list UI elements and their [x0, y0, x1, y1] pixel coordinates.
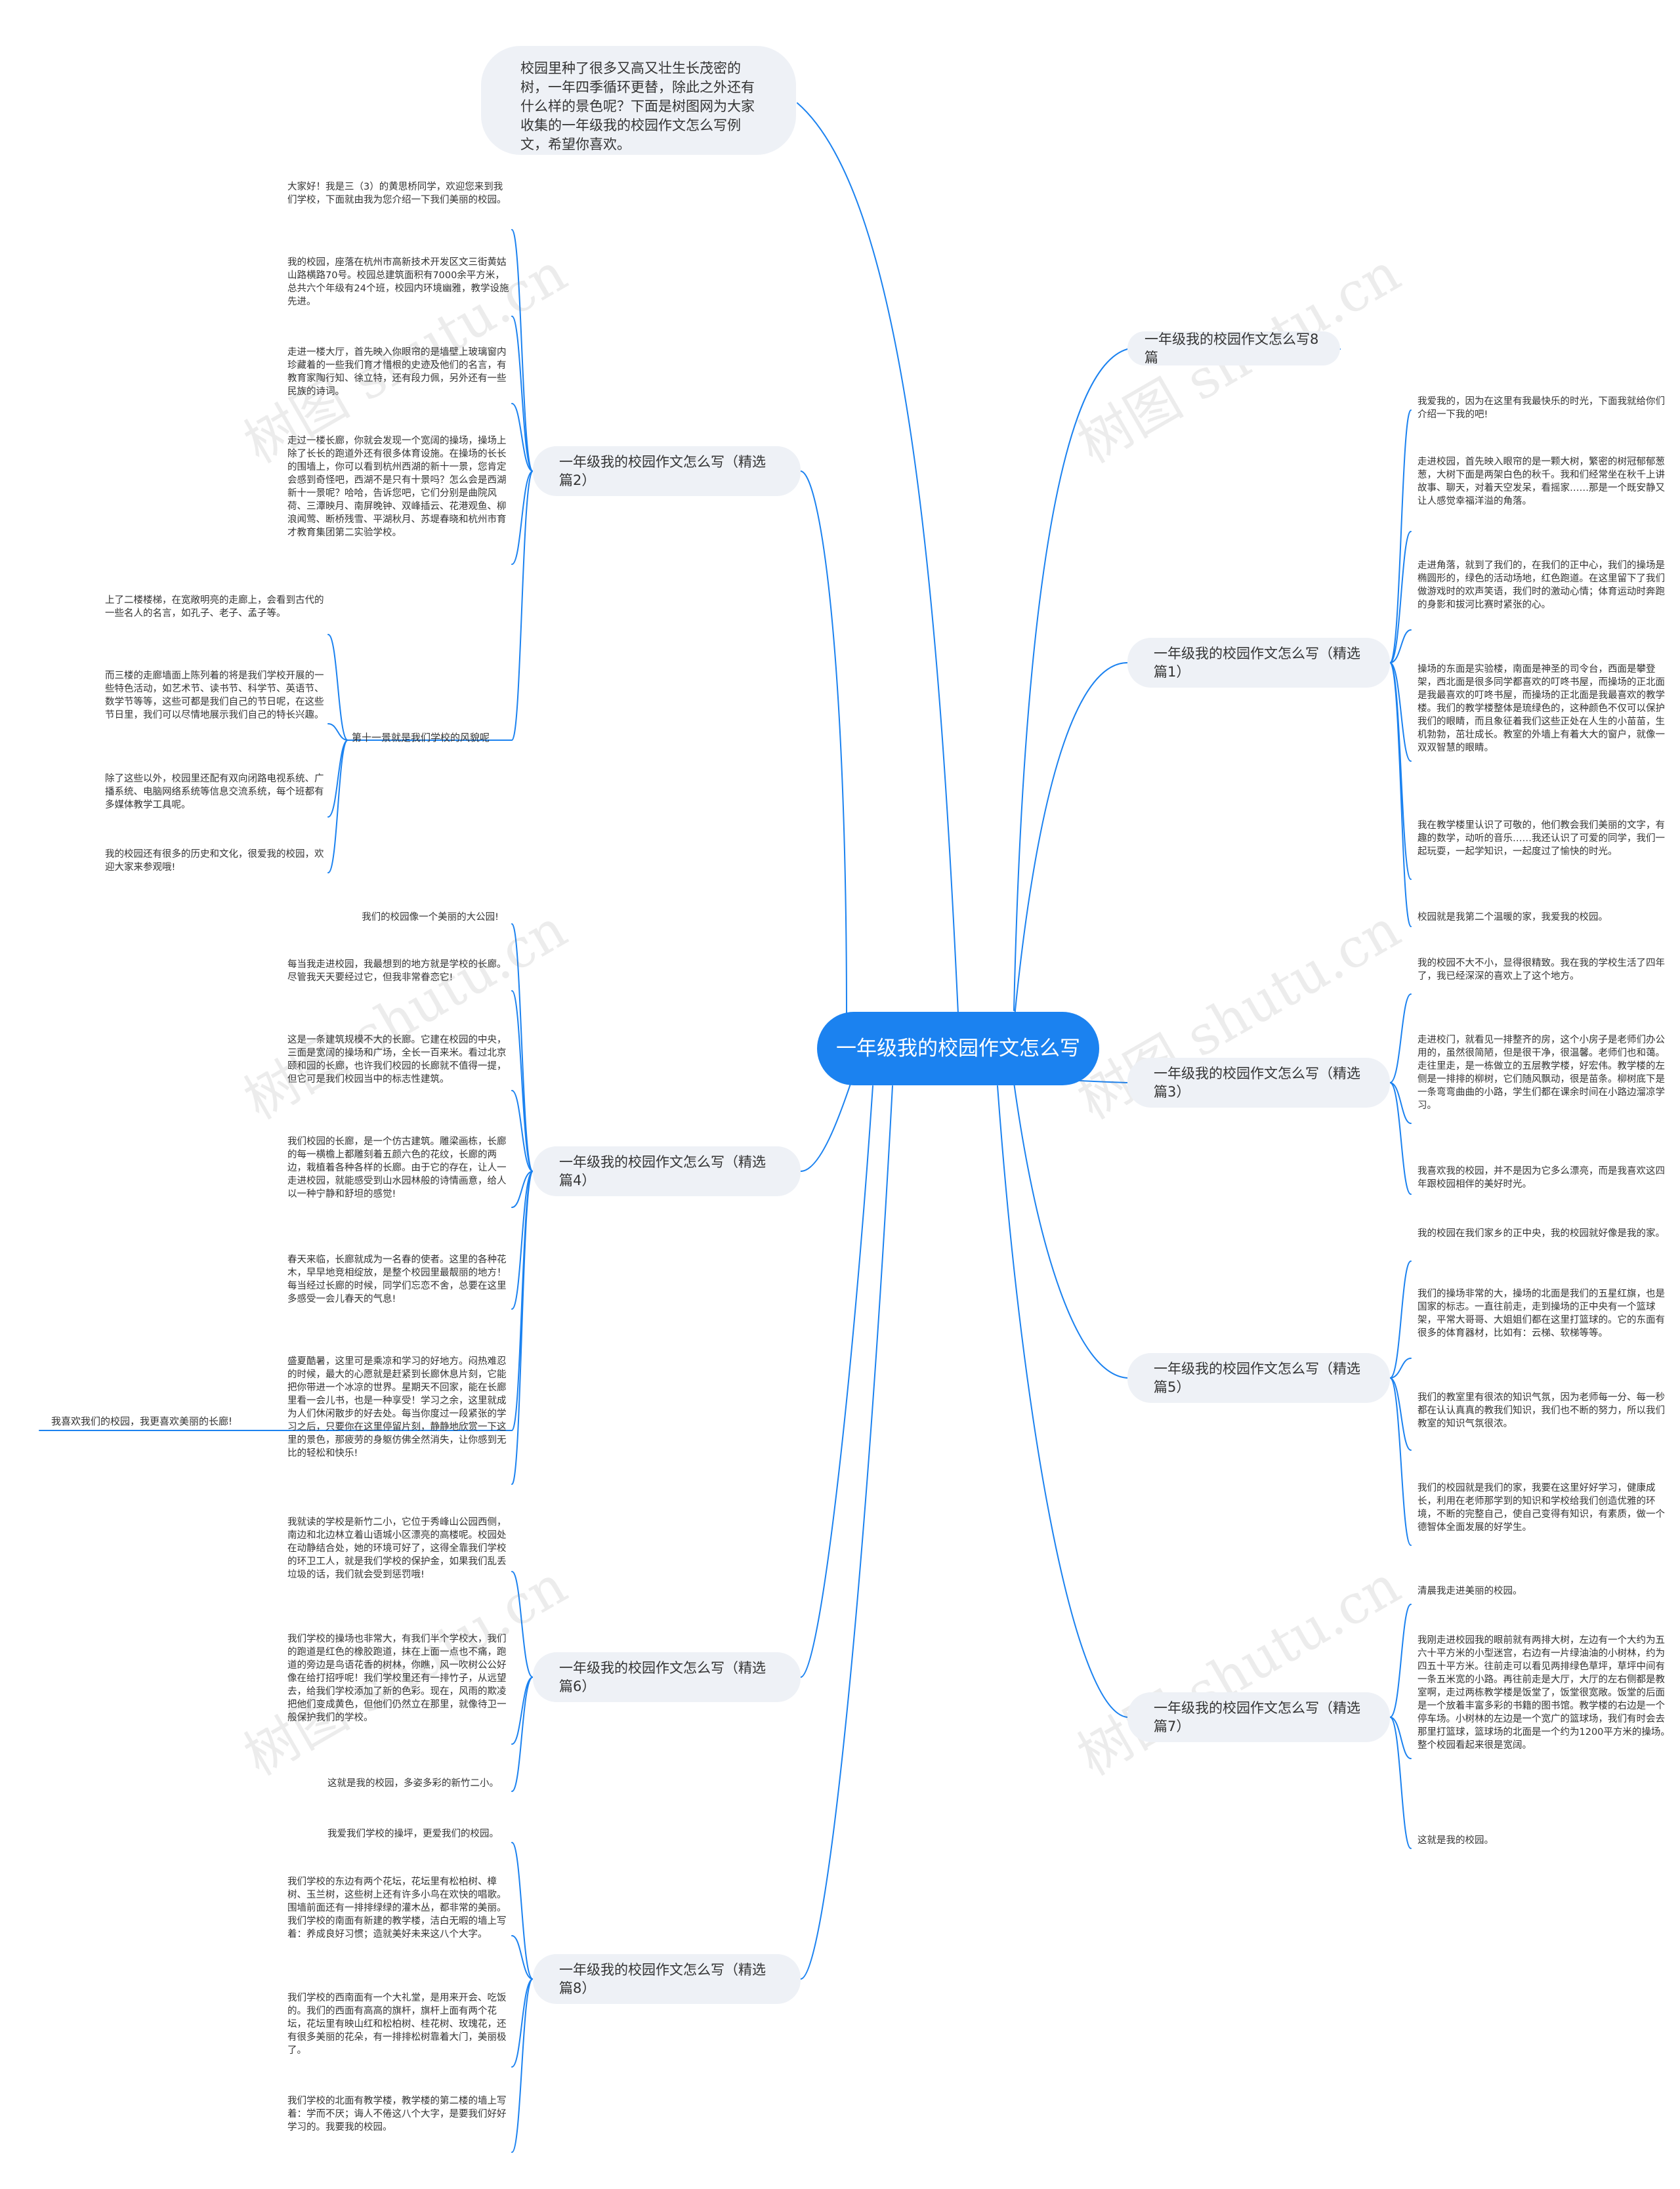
- leaf-text: 我的校园在我们家乡的正中央，我的校园就好像是我的家。: [1418, 1228, 1665, 1239]
- leaf-text: 这就是我的校园。: [1418, 1835, 1494, 1846]
- fan-p5: [1389, 1261, 1412, 1546]
- branch-essay-7[interactable]: 一年级我的校园作文怎么写（精选篇7）: [1127, 1692, 1390, 1742]
- leaf-text: 走进角落，就到了我们的，在我们的正中心，我们的操场是椭圆形的，绿色的活动场地，红…: [1418, 560, 1665, 610]
- edge-center-p4: [800, 1075, 854, 1172]
- edge-center-b8: [1013, 348, 1128, 1011]
- branch-label: 一年级我的校园作文怎么写（精选篇3）: [1154, 1066, 1360, 1100]
- leaf-text: 这就是我的校园，多姿多彩的新竹二小。: [327, 1778, 499, 1789]
- fan-p7: [1389, 1604, 1412, 1849]
- branch-essay-4[interactable]: 一年级我的校园作文怎么写（精选篇4）: [533, 1146, 801, 1196]
- branch-label: 一年级我的校园作文怎么写（精选篇7）: [1154, 1700, 1360, 1734]
- sub-branch-love-corridor[interactable]: 我喜欢我们的校园，我更喜欢美丽的长廊!: [51, 1415, 233, 1427]
- leaf-text: 我的校园，座落在杭州市高新技术开发区文三街黄姑山路横路70号。校园总建筑面积有7…: [287, 257, 509, 307]
- leaf-text: 我们学校的操场也非常大，有我们半个学校大，我们的跑道是红色的橡胶跑道，抹在上面一…: [287, 1634, 507, 1723]
- leaf-text: 走过一楼长廊，你就会发现一个宽阔的操场，操场上除了长长的跑道外还有很多体育设施。…: [287, 436, 507, 538]
- leaf-text: 我喜欢我的校园，并不是因为它多么漂亮，而是我喜欢这四年跟校园相伴的美好时光。: [1418, 1166, 1665, 1190]
- branch-label: 一年级我的校园作文怎么写（精选篇1）: [1154, 646, 1360, 680]
- leaf-text: 走进校门，就看见一排整齐的房，这个小房子是老师们办公用的，虽然很简陋，但是很干净…: [1418, 1035, 1665, 1111]
- leaf-text: 我们校园的长廊，是一个仿古建筑。雕梁画栋，长廊的每一横檐上都雕刻着五颜六色的花纹…: [287, 1136, 507, 1199]
- leaf-text: 我们学校的北面有教学楼，教学楼的第二楼的墙上写着：学而不厌；诲人不倦这八个大字，…: [287, 2096, 507, 2133]
- branch-essay-1[interactable]: 一年级我的校园作文怎么写（精选篇1）: [1127, 638, 1390, 688]
- leaf-text: 我们学校的东边有两个花坛，花坛里有松柏树、樟树、玉兰树，这些树上还有许多小鸟在欢…: [287, 1877, 507, 1940]
- leaf-text: 我们的校园就是我们的家，我要在这里好好学习，健康成长，利用在老师那学到的知识和学…: [1418, 1483, 1665, 1533]
- leaf-text: 我们的教室里有很浓的知识气氛，因为老师每一分、每一秒都在认认真真的教我们知识，我…: [1418, 1392, 1665, 1429]
- intro-text: 校园里种了很多又高又壮生长茂密的树，一年四季循环更替，除此之外还有什么样的景色呢…: [520, 60, 755, 152]
- fan-p2: [511, 229, 534, 741]
- leaf-text: 除了这些以外，校园里还配有双向闭路电视系统、广播系统、电脑网络系统等信息交流系统…: [105, 774, 324, 810]
- leaf-text: 我在教学楼里认识了可敬的，他们教会我们美丽的文字，有趣的数学，动听的音乐……我还…: [1418, 820, 1665, 857]
- leaf-text: 每当我走进校园，我最想到的地方就是学校的长廊。尽管我天天要经过它，但我非常眷恋它…: [287, 959, 507, 983]
- edge-center-p8: [800, 1085, 893, 1980]
- central-topic-label: 一年级我的校园作文怎么写: [836, 1037, 1080, 1060]
- branch-essay-3[interactable]: 一年级我的校园作文怎么写（精选篇3）: [1127, 1058, 1390, 1108]
- fan-p1: [1389, 409, 1412, 927]
- sub-branch-scenery[interactable]: 第十一景就是我们学校的风貌呢: [352, 732, 490, 743]
- fan-p6: [511, 1571, 534, 1792]
- leaf-text: 春天来临，长廊就成为一名春的使者。这里的各种花木，早早地竞相绽放，是整个校园里最…: [287, 1255, 507, 1304]
- leaf-text: 我的校园不大不小，显得很精致。我在我的学校生活了四年了，我已经深深的喜欢上了这个…: [1418, 958, 1665, 982]
- branch-essay-8[interactable]: 一年级我的校园作文怎么写（精选篇8）: [533, 1954, 801, 2004]
- branch-essay-5[interactable]: 一年级我的校园作文怎么写（精选篇5）: [1127, 1353, 1390, 1403]
- leaf-text: 我刚走进校园我的眼前就有两排大树，左边有一个大约为五六十平方米的小型迷宫，右边有…: [1418, 1635, 1670, 1751]
- leaf-text: 我们学校的西南面有一个大礼堂，是用来开会、吃饭的。我们的西面有高高的旗杆，旗杆上…: [287, 1993, 507, 2056]
- leaf-text: 走进一楼大厅，首先映入你眼帘的是墙壁上玻璃窗内珍藏着的一些我们育才惜根的史迹及他…: [287, 347, 507, 397]
- branch-label: 一年级我的校园作文怎么写8篇: [1144, 331, 1319, 365]
- fan-p3: [1389, 993, 1412, 1195]
- intro-bubble[interactable]: 校园里种了很多又高又壮生长茂密的树，一年四季循环更替，除此之外还有什么样的景色呢…: [481, 46, 796, 155]
- fan-p4: [511, 923, 534, 1485]
- leaf-text: 大家好！我是三（3）的黄思桥同学，欢迎您来到我们学校，下面就由我为您介绍一下我们…: [287, 182, 507, 205]
- edge-center-p1: [1013, 662, 1128, 1024]
- branch-label: 一年级我的校园作文怎么写（精选篇4）: [559, 1154, 766, 1188]
- leaf-text: 我就读的学校是新竹二小，它位于秀峰山公园西侧，南边和北边林立着山语城小区漂亮的高…: [287, 1517, 507, 1580]
- leaf-text: 我爱我的，因为在这里有我最快乐的时光，下面我就给你们介绍一下我的吧!: [1418, 396, 1665, 420]
- branch-essay-6[interactable]: 一年级我的校园作文怎么写（精选篇6）: [533, 1652, 801, 1702]
- edge-center-p6: [800, 1085, 873, 1678]
- fan-p8: [511, 1842, 534, 2153]
- leaf-text: 而三楼的走廊墙面上陈列着的将是我们学校开展的一些特色活动，如艺术节、读书节、科学…: [105, 671, 324, 720]
- leaf-text: 校园就是我第二个温暖的家，我爱我的校园。: [1418, 912, 1608, 923]
- branch-label: 一年级我的校园作文怎么写（精选篇2）: [559, 454, 766, 488]
- central-topic[interactable]: 一年级我的校园作文怎么写: [817, 1012, 1099, 1085]
- leaf-text: 我们的操场非常的大，操场的北面是我们的五星红旗，也是国家的标志。一直往前走，走到…: [1418, 1289, 1665, 1339]
- branch-label: 一年级我的校园作文怎么写（精选篇6）: [559, 1660, 766, 1694]
- edge-center-intro: [797, 102, 959, 1014]
- leaf-text: 我们的校园像一个美丽的大公园!: [362, 912, 499, 923]
- edge-center-p2: [800, 470, 847, 1014]
- edge-center-p5: [1013, 1082, 1128, 1379]
- leaf-text: 盛夏酷暑，这里可是乘凉和学习的好地方。闷热难忍的时候，最大的心愿就是赶紧到长廊休…: [287, 1356, 507, 1459]
- leaf-text: 清晨我走进美丽的校园。: [1418, 1586, 1522, 1596]
- branch-label: 一年级我的校园作文怎么写（精选篇8）: [559, 1962, 766, 1996]
- leaf-text: 上了二楼楼梯，在宽敞明亮的走廊上，会看到古代的一些名人的名言，如孔子、老子、孟子…: [105, 595, 324, 619]
- leaf-text: 我的校园还有很多的历史和文化，很爱我的校园，欢迎大家来参观哦!: [105, 849, 324, 873]
- leaf-text: 操场的东面是实验楼，南面是神圣的司令台，西面是攀登架，西北面是很多同学都喜欢的叮…: [1418, 664, 1665, 753]
- branch-essay-2[interactable]: 一年级我的校园作文怎么写（精选篇2）: [533, 446, 801, 496]
- branch-8-essays[interactable]: 一年级我的校园作文怎么写8篇: [1127, 331, 1340, 365]
- leaf-text: 走进校园，首先映入眼帘的是一颗大树，繁密的树冠郁郁葱葱，大树下面是两架白色的秋千…: [1418, 457, 1665, 507]
- branch-label: 一年级我的校园作文怎么写（精选篇5）: [1154, 1361, 1360, 1395]
- leaf-text: 这是一条建筑规模不大的长廊。它建在校园的中央，三面是宽阔的操场和广场，全长一百来…: [287, 1035, 507, 1085]
- leaf-text: 我爱我们学校的操坪，更爱我们的校园。: [327, 1829, 499, 1839]
- edge-center-p7: [997, 1085, 1128, 1718]
- fan-p2sub: [327, 634, 348, 873]
